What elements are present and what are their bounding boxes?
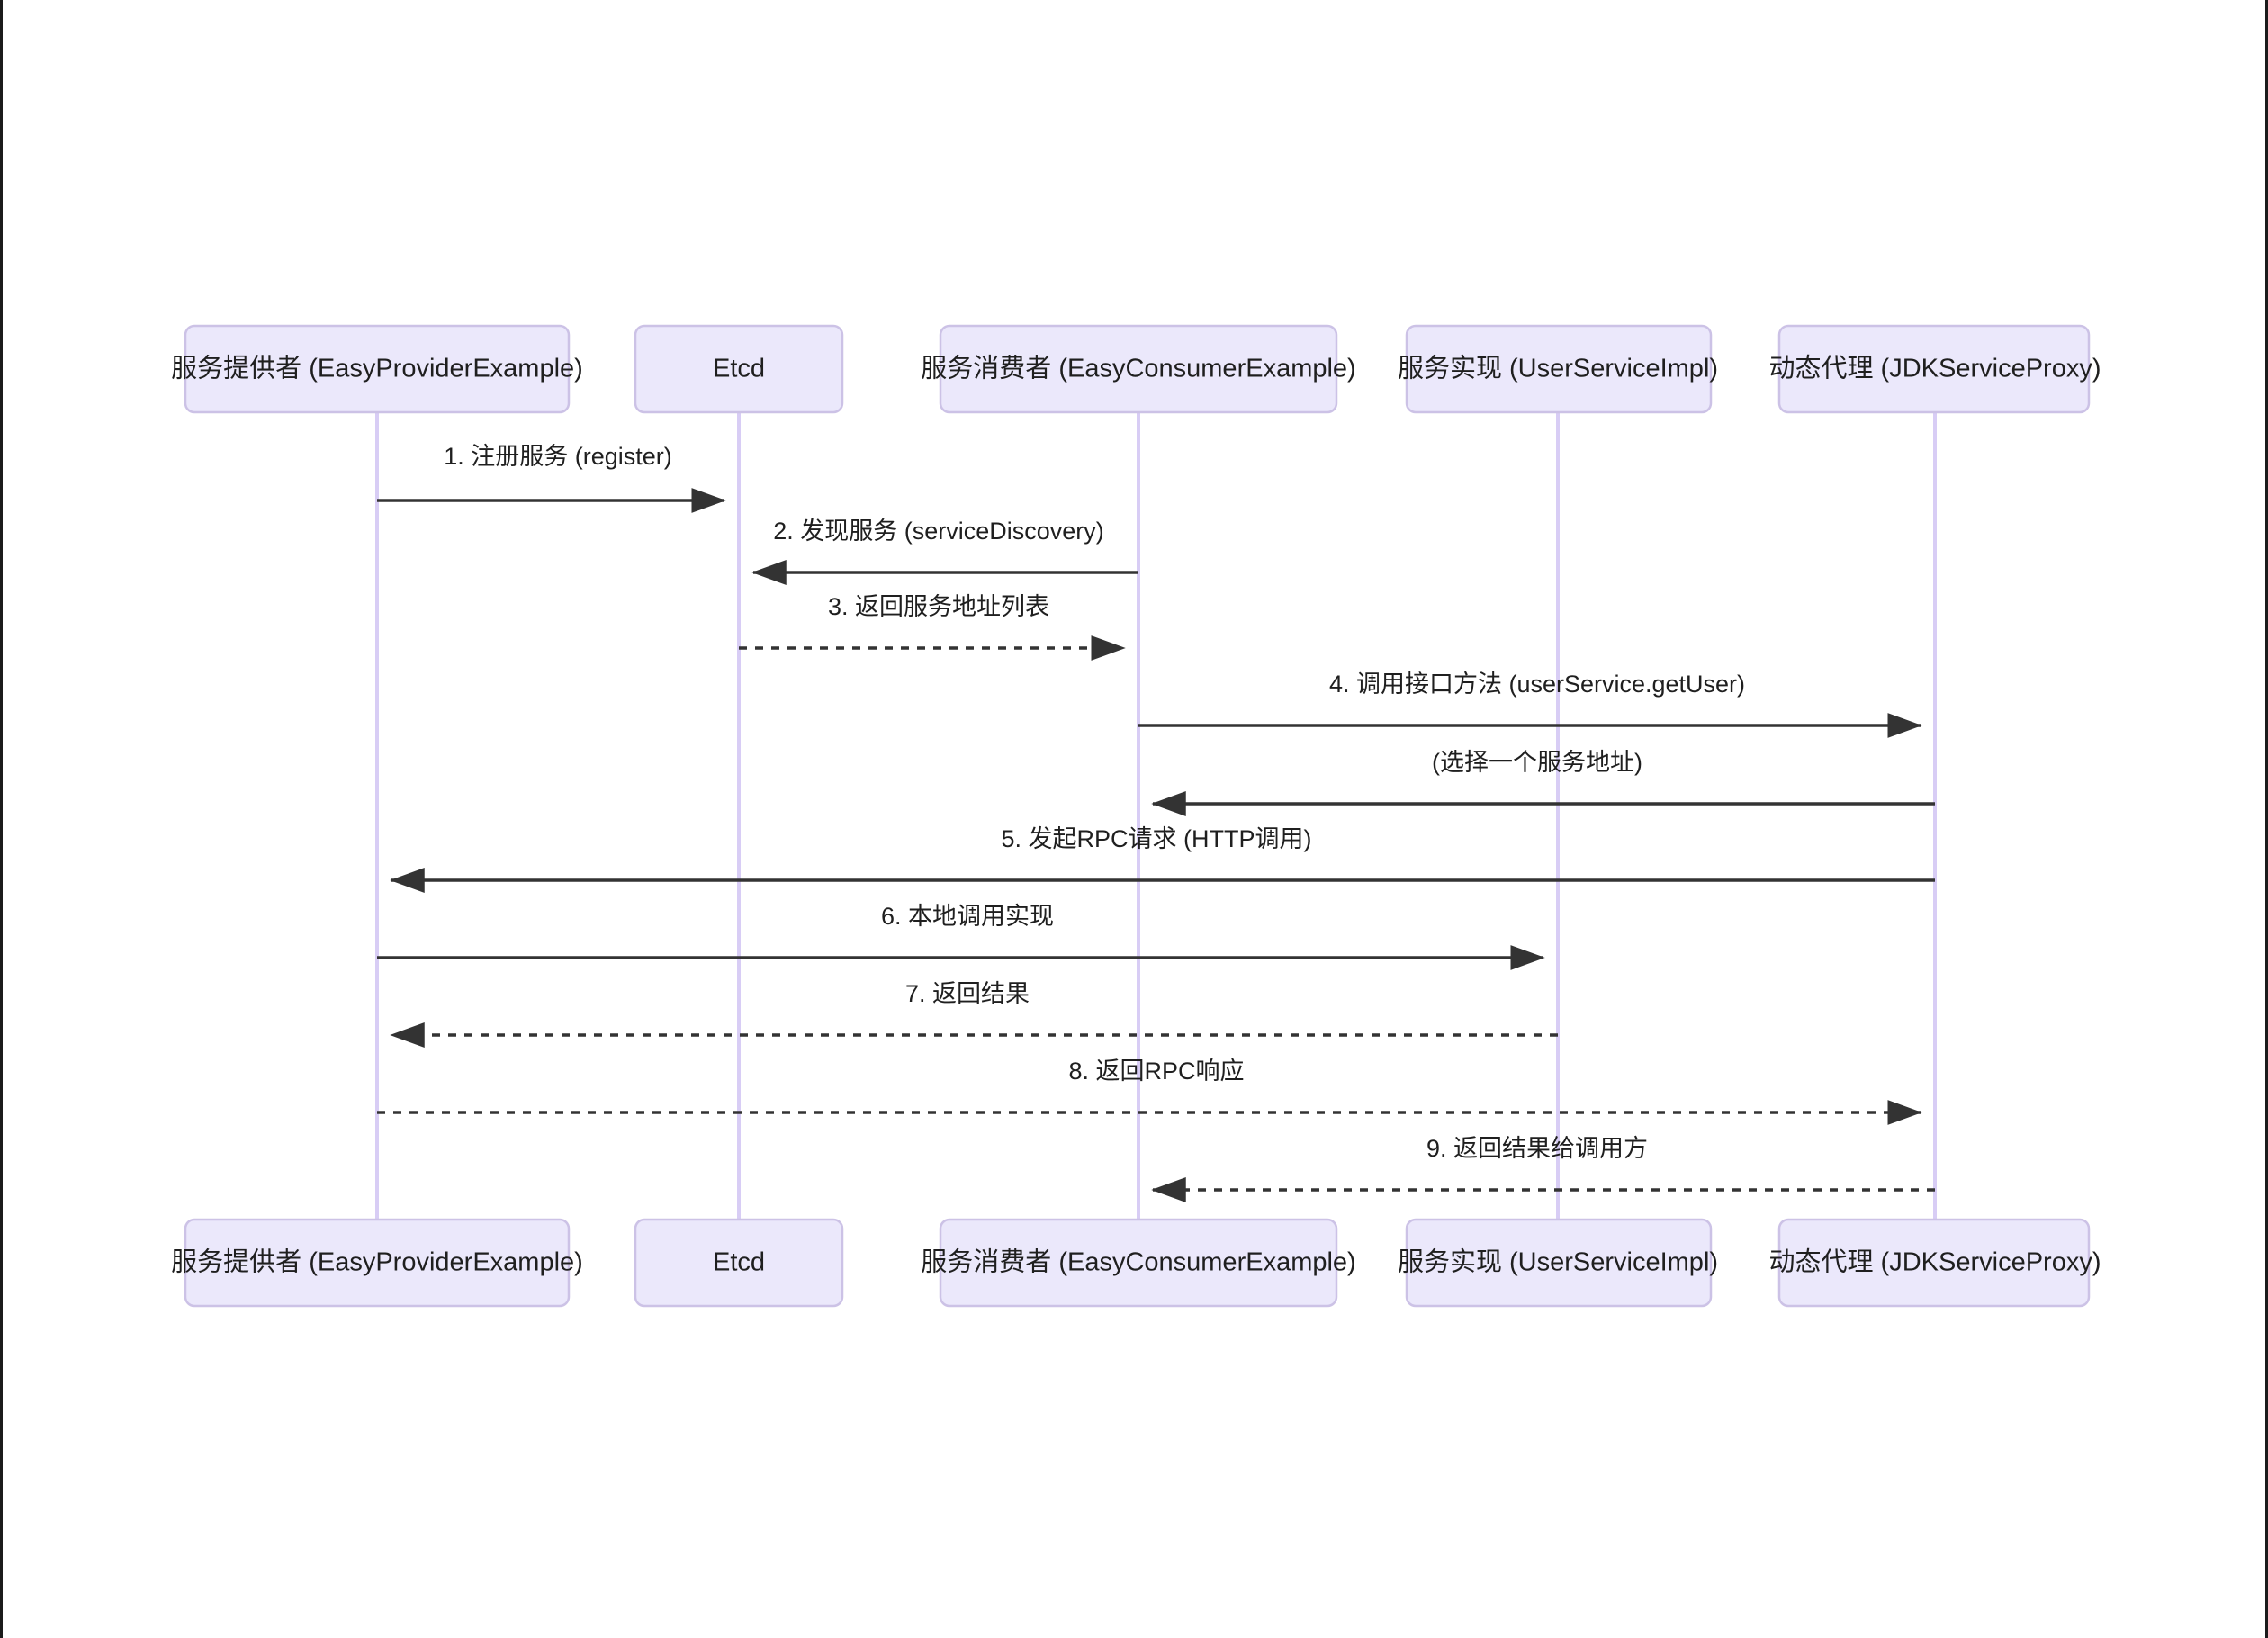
participant-box-consumer-bottom[interactable] xyxy=(939,1218,1338,1308)
participant-box-impl-top[interactable] xyxy=(1405,324,1713,414)
participant-label-consumer-bottom: 服务消费者 (EasyConsumerExample) xyxy=(921,1247,1355,1277)
lifelines-group xyxy=(375,412,1937,1220)
participant-label-impl-bottom: 服务实现 (UserServiceImpl) xyxy=(1398,1247,1718,1277)
participant-label-provider-top: 服务提供者 (EasyProviderExample) xyxy=(171,354,583,383)
participant-label-proxy-top: 动态代理 (JDKServiceProxy) xyxy=(1769,354,2102,383)
message-label-8: 7. 返回结果 xyxy=(905,980,1030,1007)
participant-box-provider-bottom[interactable] xyxy=(184,1218,571,1308)
participant-box-etcd-bottom[interactable] xyxy=(634,1218,844,1308)
participant-box-provider-top[interactable] xyxy=(184,324,571,414)
message-label-5: (选择一个服务地址) xyxy=(1432,749,1642,776)
message-label-7: 6. 本地调用实现 xyxy=(881,903,1054,930)
participant-box-proxy-bottom[interactable] xyxy=(1778,1218,2091,1308)
participant-label-proxy-bottom: 动态代理 (JDKServiceProxy) xyxy=(1769,1247,2102,1277)
participant-label-etcd-bottom: Etcd xyxy=(713,1248,765,1277)
message-label-3: 3. 返回服务地址列表 xyxy=(828,593,1049,620)
participant-boxes-top: 服务提供者 (EasyProviderExample) Etcd 服务消费者 (Ea… xyxy=(171,324,2102,414)
participant-label-provider-bottom: 服务提供者 (EasyProviderExample) xyxy=(171,1247,583,1277)
sequence-diagram: 1. 注册服务 (register) 2. 发现服务 (serviceDiscov… xyxy=(171,324,2102,1308)
message-label-2: 2. 发现服务 (serviceDiscovery) xyxy=(773,518,1104,544)
participant-box-etcd-top[interactable] xyxy=(634,324,844,414)
message-label-1: 1. 注册服务 (register) xyxy=(444,443,672,470)
participant-boxes-bottom: 服务提供者 (EasyProviderExample) Etcd 服务消费者 (Ea… xyxy=(171,1218,2102,1308)
message-label-10: 9. 返回结果给调用方 xyxy=(1426,1135,1648,1162)
participant-label-consumer-top: 服务消费者 (EasyConsumerExample) xyxy=(921,354,1355,383)
participant-box-impl-bottom[interactable] xyxy=(1405,1218,1713,1308)
message-label-4: 4. 调用接口方法 (userService.getUser) xyxy=(1329,670,1745,698)
messages-group: 1. 注册服务 (register) 2. 发现服务 (serviceDiscov… xyxy=(377,443,1935,1202)
participant-label-etcd-top: Etcd xyxy=(713,355,765,383)
message-label-6: 5. 发起RPC请求 (HTTP调用) xyxy=(1001,825,1311,852)
message-label-9: 8. 返回RPC响应 xyxy=(1068,1058,1244,1084)
participant-box-consumer-top[interactable] xyxy=(939,324,1338,414)
participant-box-proxy-top[interactable] xyxy=(1778,324,2091,414)
participant-label-impl-top: 服务实现 (UserServiceImpl) xyxy=(1398,354,1718,383)
